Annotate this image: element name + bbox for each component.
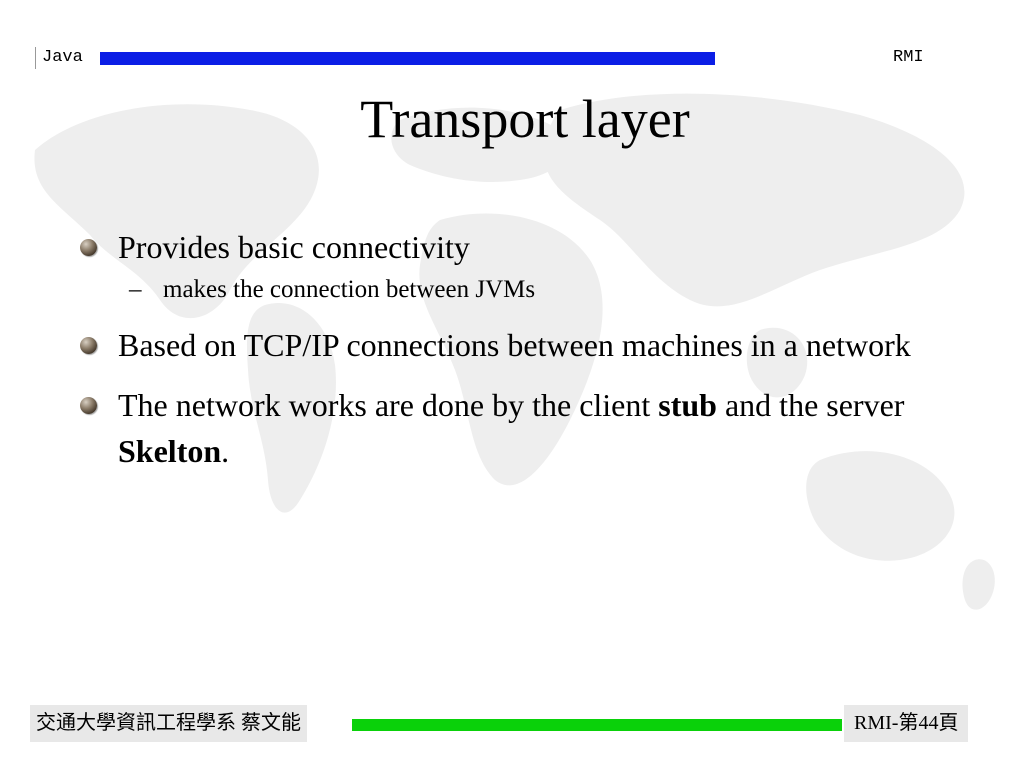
footer-divider-bar [352,719,842,731]
bullet-sphere-icon [80,337,97,354]
bullet-text: Provides basic connectivity [118,229,470,265]
bullet-text-start: The network works are done by the client [118,387,659,423]
bullet-item: Provides basic connectivity [80,224,1005,270]
slide-title: Transport layer [360,89,690,149]
bullet-item: The network works are done by the client… [80,382,1005,474]
header-divider-bar [100,52,715,65]
bullet-item: Based on TCP/IP connections between mach… [80,322,1005,368]
bullet-bold-skelton: Skelton [118,433,222,469]
bullet-text: Based on TCP/IP connections between mach… [118,327,911,363]
bullet-list: Provides basic connectivity – makes the … [80,224,1005,474]
bullet-sphere-icon [80,397,97,414]
bullet-sphere-icon [80,239,97,256]
footer-department-label: 交通大學資訊工程學系 蔡文能 [30,705,307,742]
sub-bullet-item: – makes the connection between JVMs [80,272,1005,308]
bullet-text-end: . [221,433,230,469]
sub-bullet-text: makes the connection between JVMs [163,276,536,303]
bullet-bold-stub: stub [658,387,717,423]
footer-page-number: RMI-第44頁 [844,705,969,742]
header-left-label: Java [35,47,83,69]
bullet-text-middle: and the server [716,387,905,423]
dash-icon: – [129,276,142,303]
header-right-label: RMI [893,48,924,67]
